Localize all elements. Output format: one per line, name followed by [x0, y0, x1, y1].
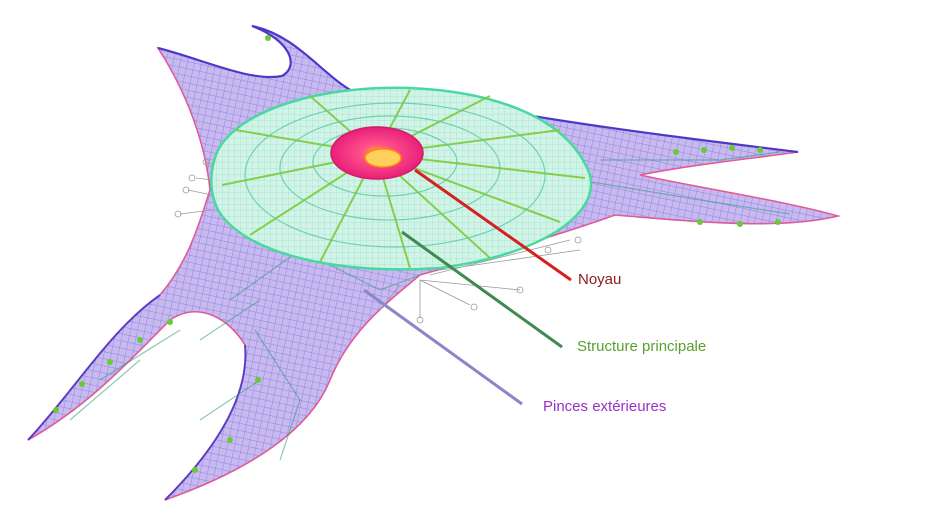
core-label: Noyau: [578, 271, 622, 288]
main-disc: [210, 86, 593, 271]
edge-node: [53, 407, 59, 413]
edge-node: [167, 319, 173, 325]
main-structure-label: Structure principale: [577, 338, 707, 355]
edge-node: [137, 337, 143, 343]
edge-node: [255, 377, 261, 383]
edge-node: [79, 381, 85, 387]
edge-node: [701, 147, 707, 153]
main-structure: [210, 86, 593, 271]
edge-node: [107, 359, 113, 365]
edge-node: [737, 221, 743, 227]
edge-nodes: [53, 35, 781, 473]
edge-node: [227, 437, 233, 443]
edge-node: [775, 219, 781, 225]
main-structure-leader-line: [401, 230, 563, 349]
edge-node: [265, 35, 271, 41]
outer-clamps-leader-line: [363, 288, 523, 406]
outer-edge-blue: [157, 24, 799, 154]
core-leader-line: [414, 168, 572, 282]
outer-clamps-label: Pinces extérieures: [543, 398, 667, 415]
edge-node: [729, 145, 735, 151]
edge-node: [757, 147, 763, 153]
outer-edge-arm-bottom: [164, 344, 247, 501]
edge-node: [697, 219, 703, 225]
core: [330, 126, 424, 180]
outer-edge-arm-left: [27, 294, 161, 441]
edge-node: [192, 467, 198, 473]
membrane-grid: [69, 151, 791, 461]
core-inner: [364, 148, 402, 168]
edge-node: [673, 149, 679, 155]
